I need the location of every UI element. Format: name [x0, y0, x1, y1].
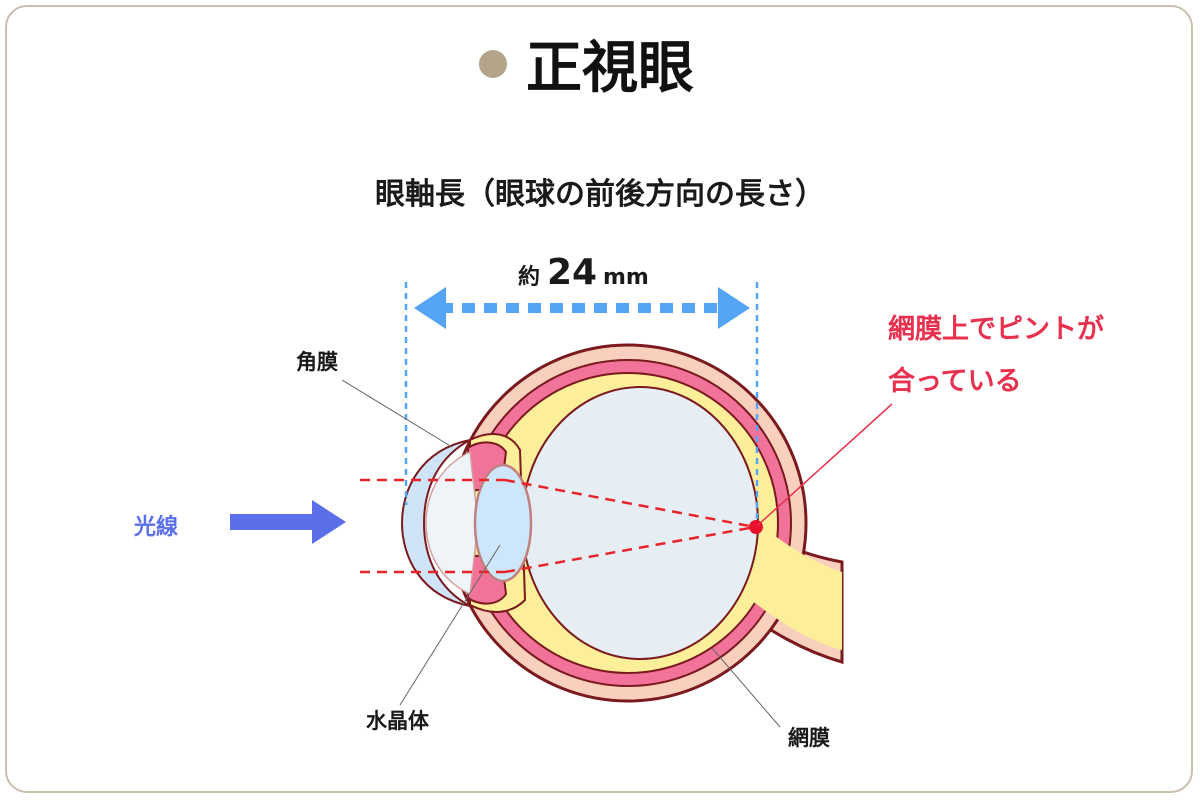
dimension-arrowhead-left-icon	[414, 287, 446, 329]
eyeball	[400, 343, 844, 703]
focus-note-line1: 網膜上でピントが	[888, 313, 1104, 345]
cornea-leader-line	[341, 379, 453, 448]
vitreous-body	[521, 386, 759, 660]
cornea	[400, 439, 471, 607]
optic-nerve	[748, 515, 842, 650]
incoming-light-arrow-icon	[230, 500, 346, 544]
title-bullet-icon	[479, 50, 507, 78]
page-title: 正視眼	[526, 36, 694, 101]
measurement-unit: mm	[603, 265, 649, 290]
dimension-arrowhead-right-icon	[718, 287, 750, 329]
measurement-prefix: 約	[518, 264, 540, 290]
crystalline-lens	[473, 463, 533, 583]
axial-length-measurement: 約 24 mm	[518, 252, 649, 293]
label-retina: 網膜	[788, 726, 830, 750]
focus-leader-line	[757, 403, 893, 526]
label-light: 光線	[133, 514, 178, 540]
diagram-subtitle: 眼軸長（眼球の前後方向の長さ）	[375, 177, 825, 212]
retina-leader-line	[711, 647, 781, 728]
lens-leader-line	[399, 544, 501, 706]
light-rays	[360, 478, 756, 574]
label-lens: 水晶体	[366, 709, 430, 733]
measurement-value: 24	[547, 252, 597, 293]
dimension-arrow	[414, 287, 750, 329]
focus-note-line2: 合っている	[888, 365, 1022, 397]
label-cornea: 角膜	[296, 350, 338, 374]
anterior-chamber	[425, 450, 479, 596]
